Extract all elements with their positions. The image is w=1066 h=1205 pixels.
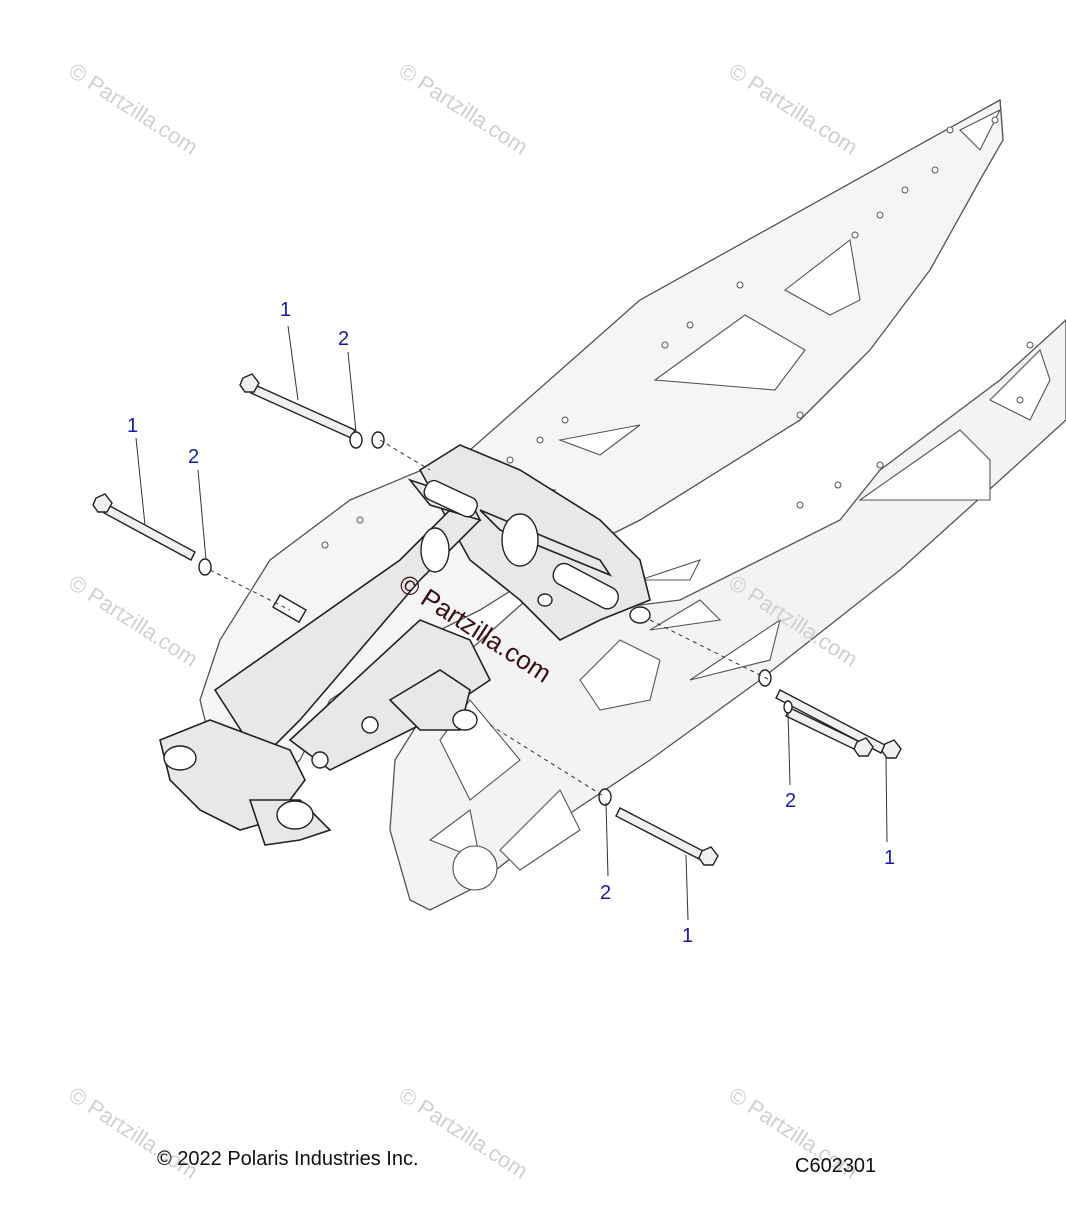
- bolts: [92, 373, 902, 866]
- leader-lines: [135, 325, 888, 921]
- callout-2[interactable]: 2: [600, 882, 612, 904]
- washers: [198, 431, 793, 806]
- callout-1[interactable]: 1: [884, 847, 896, 869]
- rail-holes: [321, 116, 1034, 549]
- callout-1[interactable]: 1: [682, 925, 694, 947]
- callout-1[interactable]: 1: [127, 415, 139, 437]
- install-centerlines: [209, 439, 771, 798]
- callout-2[interactable]: 2: [338, 328, 350, 350]
- swing-arm-details: [163, 479, 651, 830]
- copyright-text: © 2022 Polaris Industries Inc.: [157, 1148, 419, 1170]
- callout-2[interactable]: 2: [785, 790, 797, 812]
- callout-2[interactable]: 2: [188, 446, 200, 468]
- callout-1[interactable]: 1: [280, 299, 292, 321]
- diagram-code: C602301: [795, 1155, 877, 1177]
